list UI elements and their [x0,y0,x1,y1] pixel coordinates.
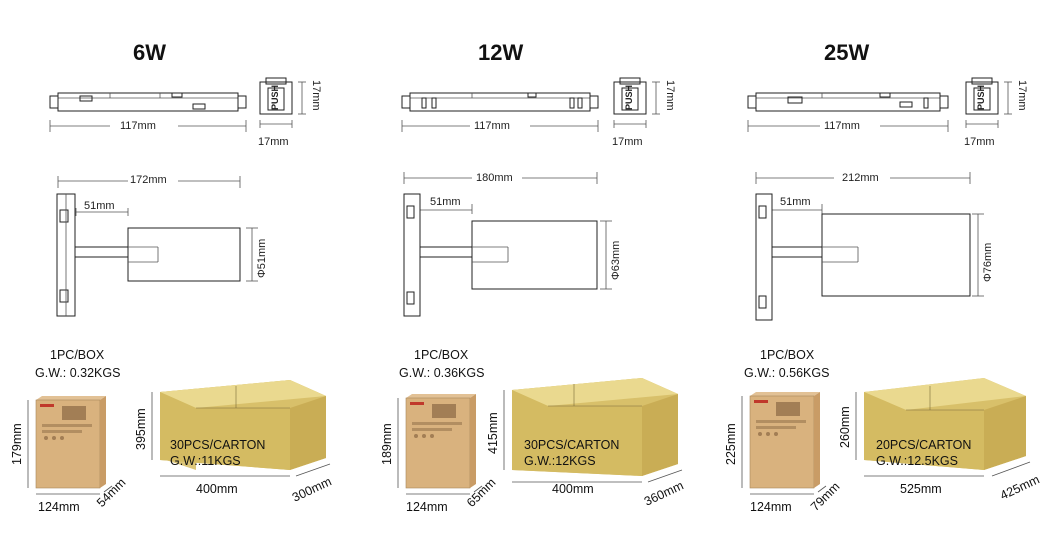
spot-total-label: 212mm [842,172,879,184]
carton-height-label: 260mm [838,406,852,448]
carton-text-2: G.W.:11KGS [170,454,241,468]
carton-text-2: G.W.:12KGS [524,454,596,468]
wattage-title: 25W [824,40,870,65]
small-box-width-label: 124mm [38,500,80,514]
spotlight-icon [755,172,984,321]
box-info-1: 1PC/BOX [50,348,105,362]
carton-text-2: G.W.:12.5KGS [876,454,958,468]
product-box-icon [27,396,113,495]
small-box-width-label: 124mm [406,500,448,514]
carton-width-label: 525mm [900,482,942,496]
product-box-icon [397,394,483,495]
end-width-label: 17mm [964,136,995,148]
carton-icon [855,378,1031,477]
track-length-label: 117mm [120,120,156,132]
box-info-2: G.W.: 0.36KGS [399,366,485,380]
box-info-2: G.W.: 0.56KGS [744,366,830,380]
wattage-title: 12W [478,40,524,65]
column-6w: 6W 117mm 17mm 17mm PUSH [0,0,352,559]
spotlight-icon [56,176,258,317]
column-12w: 12W 117mm 17mm 17mm PUSH [352,0,704,559]
track-length-label: 117mm [824,120,860,132]
end-width-label: 17mm [612,136,643,148]
spot-arm-label: 51mm [780,196,811,208]
end-width-label: 17mm [258,136,289,148]
spotlight-icon [403,172,612,317]
track-adapter-icon [401,77,660,132]
small-box-width-label: 124mm [750,500,792,514]
spot-total-label: 180mm [476,172,513,184]
track-adapter-icon [747,77,1012,132]
product-box-icon [741,392,827,495]
wattage-title: 6W [133,40,166,65]
carton-text-1: 30PCS/CARTON [524,438,620,452]
carton-text-1: 30PCS/CARTON [170,438,266,452]
box-info-1: 1PC/BOX [414,348,469,362]
spot-arm-label: 51mm [430,196,461,208]
column-25w: 25W 117mm 17mm 17mm PUSH [704,0,1056,559]
carton-width-label: 400mm [552,482,594,496]
spot-arm-label: 51mm [84,200,115,212]
carton-height-label: 395mm [134,408,148,450]
track-length-label: 117mm [474,120,510,132]
carton-text-1: 20PCS/CARTON [876,438,972,452]
carton-icon [503,378,683,483]
track-adapter-icon [49,77,306,132]
box-info-1: 1PC/BOX [760,348,815,362]
spot-total-label: 172mm [130,174,167,186]
box-info-2: G.W.: 0.32KGS [35,366,121,380]
carton-width-label: 400mm [196,482,238,496]
carton-icon [151,380,331,477]
carton-height-label: 415mm [486,412,500,454]
